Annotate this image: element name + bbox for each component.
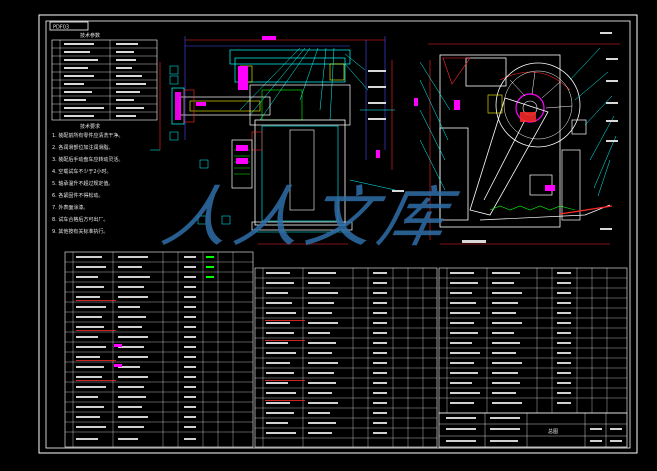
svg-text:技术要求: 技术要求: [80, 123, 100, 130]
front-view-assembly[interactable]: [150, 36, 404, 245]
side-view-assembly[interactable]: [414, 32, 620, 245]
svg-text:PDF03: PDF03: [53, 25, 69, 31]
svg-text:6. 各紧固件不得松动。: 6. 各紧固件不得松动。: [52, 192, 103, 199]
tech-parameter-table: 技术参数: [51, 32, 158, 121]
outer-frame: [38, 14, 638, 454]
inner-frame: [45, 20, 631, 449]
drawing-title: 总图: [548, 428, 558, 435]
svg-text:1. 装配前所有零件应清洗干净。: 1. 装配前所有零件应清洗干净。: [52, 132, 123, 139]
bill-of-materials[interactable]: [64, 251, 628, 448]
svg-text:3. 装配后手动盘车应转动灵活。: 3. 装配后手动盘车应转动灵活。: [52, 156, 123, 163]
svg-text:人人文库: 人人文库: [156, 179, 464, 256]
svg-text:8. 试车合格后方可出厂。: 8. 试车合格后方可出厂。: [52, 216, 108, 223]
svg-text:技术参数: 技术参数: [80, 32, 100, 39]
corner-tag: PDF03: [49, 21, 89, 31]
watermark: 人人文库: [156, 179, 464, 256]
svg-text:2. 各润滑部位加注润滑脂。: 2. 各润滑部位加注润滑脂。: [52, 144, 113, 151]
tech-requirements: 技术要求 1. 装配前所有零件应清洗干净。 2. 各润滑部位加注润滑脂。 3. …: [52, 123, 123, 235]
svg-text:9. 其他按有关标准执行。: 9. 其他按有关标准执行。: [52, 228, 108, 235]
svg-text:7. 外表面涂漆。: 7. 外表面涂漆。: [52, 204, 88, 211]
svg-text:5. 轴承温升不超过规定值。: 5. 轴承温升不超过规定值。: [52, 180, 113, 187]
title-block[interactable]: 总图: [438, 412, 628, 448]
svg-text:4. 空载试车不少于2小时。: 4. 空载试车不少于2小时。: [52, 168, 112, 175]
